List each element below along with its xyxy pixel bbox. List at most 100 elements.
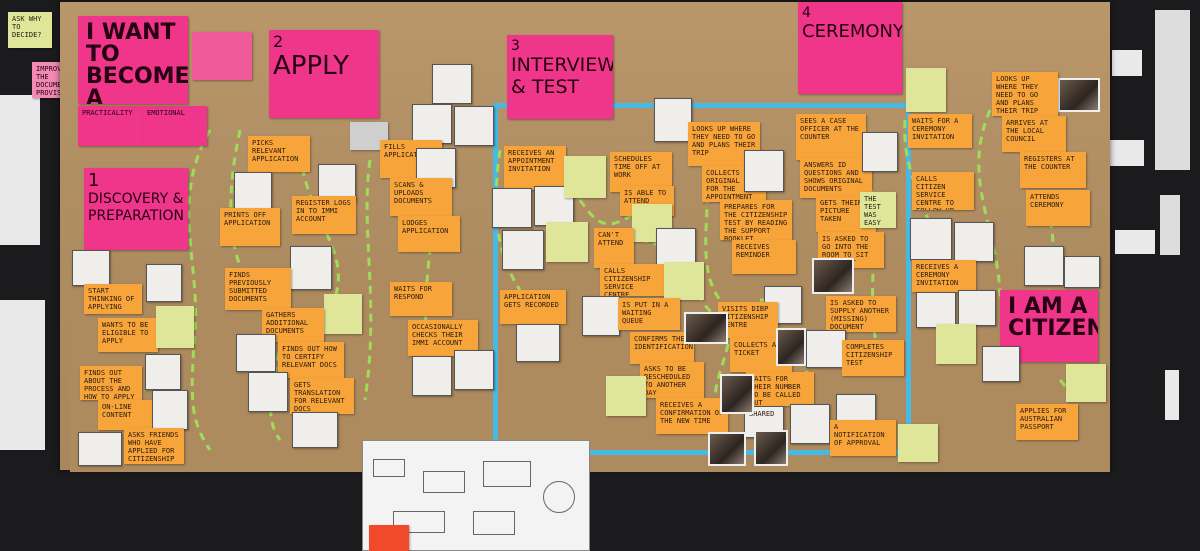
disc-note-4: WANTS TO BE ELIGIBLE TO APPLY xyxy=(98,318,158,352)
int-note-5 xyxy=(502,230,544,270)
cer-note-17 xyxy=(1066,364,1106,402)
apply-note-5: REGISTER LOGS IN TO IMMI ACCOUNT xyxy=(292,196,356,234)
wall-paper-right-3 xyxy=(1112,50,1142,76)
apply-note-13: GETS TRANSLATION FOR RELEVANT DOCS xyxy=(290,378,354,414)
int-note-17 xyxy=(664,262,704,300)
cer-note-12: ARRIVES AT THE LOCAL COUNCIL xyxy=(1002,116,1066,152)
sketch-box-4 xyxy=(543,481,575,513)
stage-start-title: I WANT TO BECOME A CITIZEN xyxy=(78,16,188,104)
cer-note-7 xyxy=(916,292,956,328)
apply-note-4 xyxy=(318,164,356,202)
interview-focus-frame xyxy=(493,103,911,455)
int-note-20: ASKS TO BE RESCHEDULED TO ANOTHER DAY xyxy=(640,362,704,398)
cer-note-18: APPLIES FOR AUSTRALIAN PASSPORT xyxy=(1016,404,1078,440)
int-note-33 xyxy=(790,404,830,444)
photo-5 xyxy=(812,258,854,294)
stage-1-discovery: 1 DISCOVERY & PREPARATION xyxy=(84,168,188,250)
flow-line-apply-2 xyxy=(298,139,340,311)
service-blueprint-sketch xyxy=(362,440,590,551)
int-note-15: CALLS CITIZENSHIP SERVICE CENTRE xyxy=(600,264,666,296)
side-note-1: ASK WHY TO DECIDE? xyxy=(8,12,52,48)
sketch-box-3 xyxy=(483,461,531,487)
stage-4-ceremony: 4 CEREMONY xyxy=(798,2,902,94)
apply-note-3: PRINTS OFF APPLICATION xyxy=(220,208,280,246)
disc-note-11: ASKS FRIENDS WHO HAVE APPLIED FOR CITIZE… xyxy=(124,428,184,464)
flow-line-apply-3 xyxy=(363,159,373,401)
disc-note-6 xyxy=(145,354,181,390)
apply-note-18 xyxy=(454,106,494,146)
int-note-26: PREPARES FOR THE CITIZENSHIP TEST BY REA… xyxy=(720,200,792,240)
sketch-box-2 xyxy=(423,471,465,493)
cer-note-1 xyxy=(906,68,946,112)
stage-start-subnote xyxy=(192,32,252,80)
cer-note-14: ATTENDS CEREMONY xyxy=(1026,190,1090,226)
apply-note-11: FINDS OUT HOW TO CERTIFY RELEVANT DOCS xyxy=(278,342,344,378)
disc-note-2: START THINKING OF APPLYING xyxy=(84,284,142,314)
apply-note-21: SCANS & UPLOADS DOCUMENTS xyxy=(390,178,452,216)
int-note-25 xyxy=(744,150,784,192)
apply-note-14 xyxy=(292,412,338,448)
int-note-19: CONFIRMS THE IDENTIFICATION xyxy=(630,332,694,364)
cer-note-6: RECEIVES A CEREMONY INVITATION xyxy=(912,260,976,292)
cer-note-15 xyxy=(1024,246,1064,286)
wall-paper-right-4 xyxy=(1108,140,1144,166)
int-note-18: IS PUT IN A WAITING QUEUE xyxy=(618,298,680,330)
int-note-35: ANSWERS ID QUESTIONS AND SHOWS ORIGINAL … xyxy=(800,158,872,198)
sketch-box-6 xyxy=(473,511,515,535)
practicality-note: PRACTICALITY xyxy=(78,106,143,146)
int-note-2 xyxy=(492,188,532,228)
photo-6 xyxy=(776,328,806,366)
cer-note-16 xyxy=(1064,256,1100,288)
int-note-7: APPLICATION GETS RECORDED xyxy=(500,290,566,324)
stage-4-number: 4 xyxy=(802,5,811,21)
disc-note-8: ON-LINE CONTENT xyxy=(98,400,152,430)
int-note-45 xyxy=(898,424,938,462)
cer-note-4 xyxy=(910,218,952,260)
int-note-29: VISITS DIBP CITIZENSHIP CENTRE xyxy=(718,302,778,338)
apply-note-17 xyxy=(412,104,452,144)
disc-note-3 xyxy=(146,264,182,302)
stage-4-title: CEREMONY xyxy=(802,21,902,42)
wall-paper-right-5 xyxy=(1115,230,1155,254)
cer-note-9 xyxy=(936,324,976,364)
apply-note-10 xyxy=(236,334,276,372)
int-note-38: THE TEST WAS EASY xyxy=(860,192,896,228)
photo-4 xyxy=(754,430,788,466)
disc-note-10 xyxy=(78,432,122,466)
int-note-21 xyxy=(606,376,646,416)
sketch-red-note xyxy=(369,525,409,551)
int-note-8 xyxy=(516,324,560,362)
emotional-note: EMOTIONAL xyxy=(143,106,207,146)
cer-note-3: CALLS CITIZEN SERVICE CENTRE TO FOLLOW U… xyxy=(912,172,974,210)
cer-note-5 xyxy=(954,222,994,262)
photo-3 xyxy=(708,432,746,466)
stage-3-title: INTERVIEW & TEST xyxy=(511,54,613,98)
cer-note-10 xyxy=(982,346,1020,382)
int-note-44: A NOTIFICATION OF APPROVAL xyxy=(830,420,896,456)
sketch-box-1 xyxy=(373,459,405,477)
int-note-31: WAITS FOR THEIR NUMBER TO BE CALLED OUT xyxy=(746,372,814,406)
apply-note-2 xyxy=(234,172,272,210)
disc-note-5 xyxy=(156,306,194,348)
cer-note-11: LOOKS UP WHERE THEY NEED TO GO AND PLANS… xyxy=(992,72,1058,116)
stage-3-number: 3 xyxy=(511,38,520,54)
cer-note-8 xyxy=(958,290,996,326)
int-note-13 xyxy=(656,228,696,268)
stage-3-interview: 3 INTERVIEW & TEST xyxy=(507,35,613,119)
wall-paper-right-6 xyxy=(1165,370,1179,420)
stage-2-title: APPLY xyxy=(273,51,350,81)
apply-note-7: FINDS PREVIOUSLY SUBMITTED DOCUMENTS xyxy=(225,268,291,310)
apply-note-23: WAITS FOR RESPOND xyxy=(390,282,452,316)
int-note-22: RECEIVES A CONFIRMATION OF THE NEW TIME xyxy=(656,398,728,434)
int-note-1: RECEIVES AN APPOINTMENT INVITATION xyxy=(504,146,566,190)
stage-2-number: 2 xyxy=(273,32,284,51)
disc-note-9 xyxy=(152,390,188,430)
int-note-40: IS ASKED TO SUPPLY ANOTHER (MISSING) DOC… xyxy=(826,296,896,332)
wall-paper-left-2 xyxy=(0,300,45,450)
int-note-41 xyxy=(806,330,846,368)
int-note-11 xyxy=(654,98,692,142)
photo-1 xyxy=(684,312,728,344)
apply-note-12 xyxy=(248,372,288,412)
apply-note-25 xyxy=(412,356,452,396)
int-note-27: RECEIVES REMINDER xyxy=(732,240,796,274)
